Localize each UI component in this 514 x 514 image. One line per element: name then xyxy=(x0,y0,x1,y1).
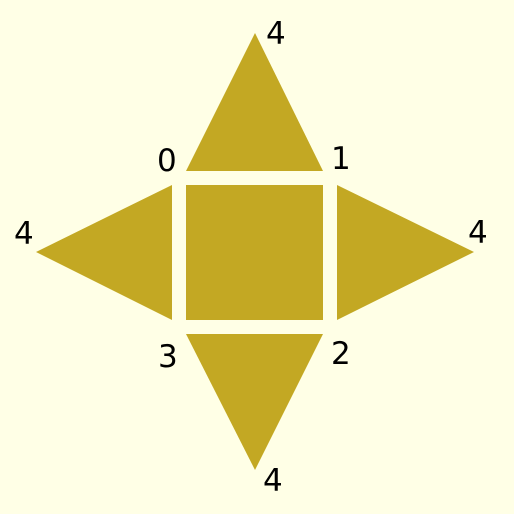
vertex-label-0: 0 xyxy=(157,143,177,179)
apex-label-left: 4 xyxy=(14,216,34,252)
right-triangle-face xyxy=(337,185,474,320)
vertex-label-1: 1 xyxy=(331,141,351,177)
apex-label-bottom: 4 xyxy=(263,463,283,499)
apex-label-top: 4 xyxy=(266,16,286,52)
square-base-face xyxy=(186,185,323,320)
left-triangle-face xyxy=(36,185,172,320)
top-triangle-face xyxy=(186,33,323,171)
vertex-label-3: 3 xyxy=(158,339,178,375)
bottom-triangle-face xyxy=(186,334,323,470)
apex-label-right: 4 xyxy=(468,215,488,251)
vertex-label-2: 2 xyxy=(331,336,351,372)
